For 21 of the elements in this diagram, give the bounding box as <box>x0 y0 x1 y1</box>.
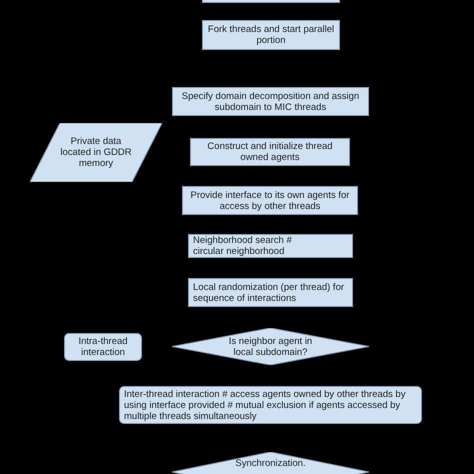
node-text: Neighborhood search # circular neighborhood <box>192 235 293 257</box>
node-text: Provide interface to its own agents for access by other threads <box>190 190 350 212</box>
node-text: Is neighbor agent in local subdomain? <box>228 336 314 358</box>
process-box <box>119 386 422 424</box>
data-parallelogram <box>30 123 162 182</box>
process-box <box>182 186 358 215</box>
process-box <box>188 278 353 307</box>
node-text: Construct and initialize thread owned agents <box>206 141 334 163</box>
node-text: Intra-thread interaction <box>77 336 129 358</box>
node-text: Fork threads and start parallel portion <box>206 24 336 46</box>
node-text: Inter-thread interaction # access agents owned by other threads by using interface provided # mutual exclusion if agents accessed by multiple threads simultaneously <box>123 388 406 422</box>
process-box <box>188 234 353 258</box>
process-box <box>190 138 350 166</box>
node-text: Private data located in GDDR memory <box>59 136 133 169</box>
process-box <box>202 20 340 50</box>
process-box <box>64 333 142 361</box>
process-box <box>172 87 369 116</box>
node-text: Local randomization (per thread) for sequence of interactions <box>192 282 346 304</box>
node-text: Synchronization. <box>234 458 307 469</box>
node-text: Specify domain decomposition and assign subdomain to MIC threads <box>180 90 360 112</box>
decision-diamond <box>172 328 369 365</box>
